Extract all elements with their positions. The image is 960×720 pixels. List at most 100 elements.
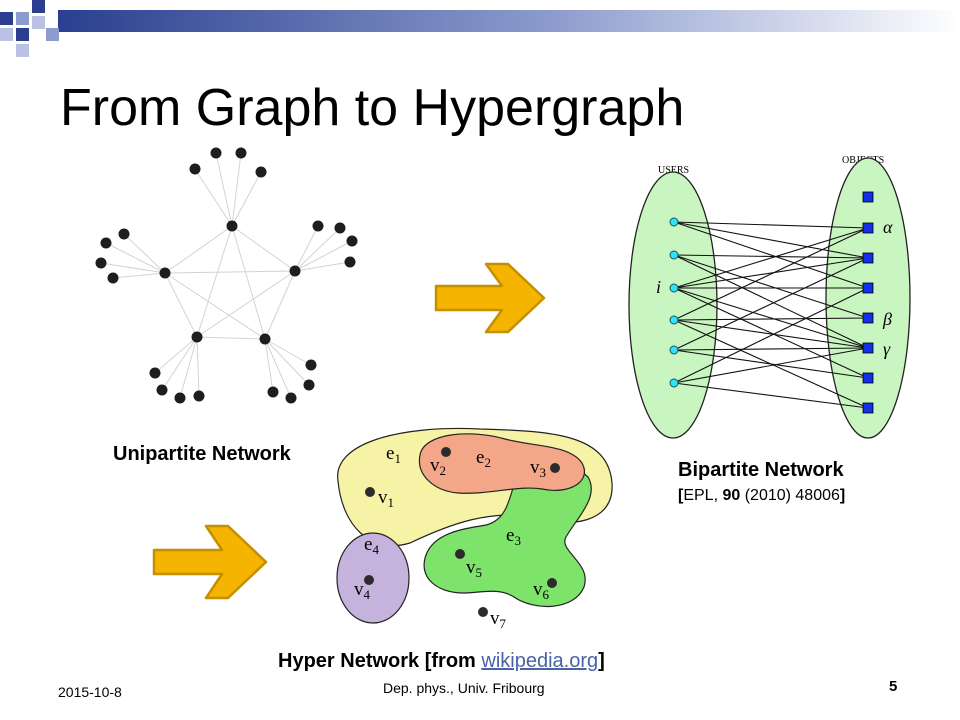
deco-square <box>46 28 59 41</box>
vertex-label-v2: v2 <box>430 455 446 478</box>
edge-label-e3: e3 <box>506 525 521 548</box>
node <box>255 166 267 178</box>
vertex-v6 <box>547 578 557 588</box>
citation-volume: 90 <box>722 487 741 504</box>
node <box>346 235 358 247</box>
user-nodes <box>669 217 679 388</box>
vertex-label-v5: v5 <box>466 557 482 580</box>
object-node <box>862 312 874 324</box>
deco-square <box>0 28 13 41</box>
arrow-right-icon <box>152 524 268 600</box>
users-label: USERS <box>658 165 689 176</box>
bipartite-citation: [EPL, 90 (2010) 48006] <box>678 487 845 505</box>
node <box>107 272 119 284</box>
page-number: 5 <box>889 678 898 695</box>
node <box>235 147 247 159</box>
node <box>95 257 107 269</box>
node <box>285 392 297 404</box>
deco-square <box>0 12 13 25</box>
node <box>334 222 346 234</box>
deco-square <box>16 28 29 41</box>
node <box>259 333 271 345</box>
unipartite-caption: Unipartite Network <box>113 443 291 465</box>
node <box>193 390 205 402</box>
vertex-v2 <box>441 447 451 457</box>
object-node <box>862 282 874 294</box>
node <box>267 386 279 398</box>
footer-date: 2015-10-8 <box>58 684 122 700</box>
users-ellipse <box>628 171 718 439</box>
citation-rest: (2010) 48006 <box>740 487 840 504</box>
object-marker-alpha: α <box>883 217 893 237</box>
footer-affiliation: Dep. phys., Univ. Fribourg <box>383 680 545 696</box>
node <box>312 220 324 232</box>
citation-bracket: [ <box>678 487 684 504</box>
user-node <box>669 345 679 355</box>
vertex-v1 <box>365 487 375 497</box>
bipartite-links <box>673 221 869 409</box>
node <box>303 379 315 391</box>
citation-bracket: ] <box>839 487 846 504</box>
node <box>174 392 186 404</box>
object-node <box>862 402 874 414</box>
vertex-label-v7: v7 <box>490 608 507 631</box>
vertex-v7 <box>478 607 488 617</box>
node <box>149 367 161 379</box>
user-node <box>669 250 679 260</box>
unipartite-nodes <box>95 147 358 404</box>
hyper-network-caption: Hyper Network [from wikipedia.org] <box>278 650 605 673</box>
object-node <box>862 222 874 234</box>
user-node <box>669 315 679 325</box>
node <box>289 265 301 277</box>
user-node <box>669 283 679 293</box>
vertex-label-v4: v4 <box>354 579 371 602</box>
edge-label-e2: e2 <box>476 447 491 470</box>
hyper-caption-prefix: Hyper Network [from <box>278 650 482 672</box>
object-node <box>862 191 874 203</box>
node <box>191 331 203 343</box>
edge-label-e4: e4 <box>364 534 379 557</box>
deco-square <box>32 16 45 29</box>
vertex-label-v1: v1 <box>378 487 394 510</box>
user-node <box>669 378 679 388</box>
node <box>305 359 317 371</box>
arrow-right-icon <box>434 262 546 334</box>
node <box>344 256 356 268</box>
user-marker-i: i <box>656 277 661 297</box>
deco-square <box>16 44 29 57</box>
wikipedia-link[interactable]: wikipedia.org <box>481 650 599 672</box>
hypergraph-vertices <box>364 447 560 617</box>
vertex-v5 <box>455 549 465 559</box>
vertex-label-v6: v6 <box>533 579 550 602</box>
node <box>226 220 238 232</box>
hyperedge-e3 <box>423 460 592 608</box>
citation-journal: EPL, <box>683 487 723 504</box>
slide-title: From Graph to Hypergraph <box>60 79 685 137</box>
hyper-caption-suffix: ] <box>598 650 605 672</box>
object-marker-beta: β <box>882 309 892 329</box>
edge-label-e1: e1 <box>386 443 401 466</box>
object-node <box>862 342 874 354</box>
vertex-label-v3: v3 <box>530 457 546 480</box>
object-nodes <box>862 191 874 414</box>
vertex-v3 <box>550 463 560 473</box>
node <box>156 384 168 396</box>
object-node <box>862 372 874 384</box>
banner-gradient <box>58 10 960 32</box>
unipartite-links <box>100 152 353 399</box>
vertex-v4 <box>364 575 374 585</box>
object-marker-gamma: γ <box>883 339 891 359</box>
object-node <box>862 252 874 264</box>
node <box>210 147 222 159</box>
bipartite-caption: Bipartite Network <box>678 459 844 481</box>
bipartite-network: USERS OBJECTS i α β γ <box>628 155 911 439</box>
deco-square <box>16 12 29 25</box>
node <box>118 228 130 240</box>
header-decoration <box>0 0 960 57</box>
deco-square <box>32 0 45 13</box>
hyperedge-e2 <box>418 433 585 494</box>
node <box>159 267 171 279</box>
node <box>189 163 201 175</box>
user-node <box>669 217 679 227</box>
